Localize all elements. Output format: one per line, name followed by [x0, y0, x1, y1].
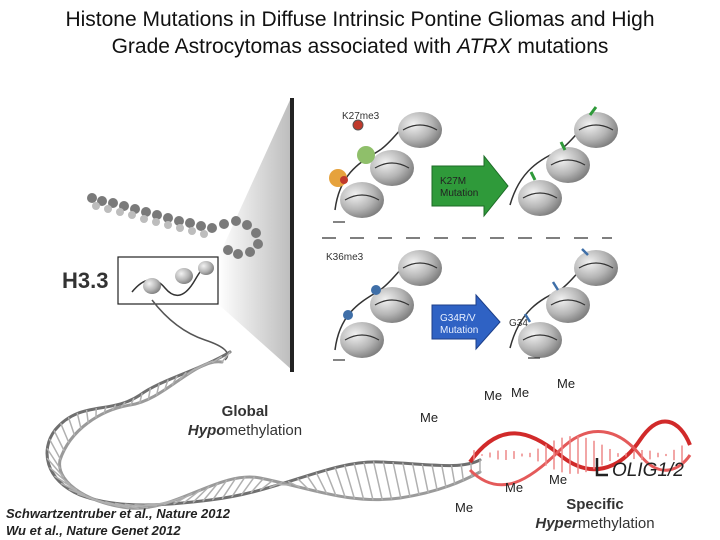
- global-methylation: methylation: [225, 422, 303, 439]
- k27m-line-1: K27M: [440, 176, 467, 187]
- title-line-1: Histone Mutations in Diffuse Intrinsic P…: [65, 8, 655, 31]
- me-mark-1: Me: [484, 388, 503, 403]
- g34-side-label: G34: [509, 318, 528, 329]
- title-line-2: Grade Astrocytomas associated with ATRX …: [0, 33, 720, 60]
- reference-1: Schwartzentruber et al., Nature 2012: [6, 506, 230, 521]
- me-mark-5: Me: [549, 472, 568, 487]
- specific-hyper: Hyper: [535, 515, 578, 532]
- k27m-mutation-label: K27M Mutation: [440, 176, 478, 200]
- me-mark-7: Me: [455, 500, 474, 515]
- title-gene-name: ATRX: [457, 35, 512, 58]
- olig-promoter-arrow: [595, 458, 608, 477]
- g34-mutation-label: G34R/V Mutation: [440, 313, 478, 337]
- global-hypo: Hypo: [187, 422, 226, 439]
- slide-title: Histone Mutations in Diffuse Intrinsic P…: [0, 6, 720, 60]
- reference-2: Wu et al., Nature Genet 2012: [6, 523, 181, 538]
- specific-line-1: Specific: [566, 496, 624, 513]
- k27m-line-2: Mutation: [440, 188, 479, 199]
- gray-double-helix: [45, 350, 482, 510]
- me-mark-6: Me: [505, 480, 524, 495]
- olig-gene-label: OLIG1/2: [612, 460, 684, 481]
- linker-dna: [151, 299, 229, 361]
- chromatin-fiber: [87, 193, 263, 259]
- box-nucleosomes: [131, 261, 214, 297]
- panel-k27: [329, 106, 618, 223]
- k27me3-label: K27me3: [342, 111, 380, 122]
- g34-mutation-arrow: [431, 293, 501, 351]
- specific-hypermethylation-label: Specific Hypermethylation: [520, 495, 670, 533]
- me-mark-3: Me: [557, 376, 576, 391]
- title-line-2-suffix: mutations: [511, 35, 609, 58]
- title-line-2-prefix: Grade Astrocytomas associated with: [111, 35, 458, 58]
- k36me3-label: K36me3: [326, 252, 364, 263]
- me-mark-4: Me: [420, 410, 439, 425]
- specific-line-2: Hypermethylation: [520, 514, 670, 533]
- panel-k36: [333, 248, 618, 361]
- references: Schwartzentruber et al., Nature 2012 Wu …: [6, 505, 230, 539]
- g34-line-2: Mutation: [440, 325, 479, 336]
- global-hypomethylation-label: Global Hypomethylation: [180, 402, 310, 440]
- global-line-2: Hypomethylation: [180, 421, 310, 440]
- specific-methylation: methylation: [577, 515, 655, 532]
- global-line-1: Global: [221, 403, 269, 420]
- k27m-mutation-arrow: [431, 154, 509, 218]
- g34-line-1: G34R/V: [440, 313, 476, 324]
- me-mark-2: Me: [511, 385, 530, 400]
- h33-label: H3.3: [62, 268, 109, 293]
